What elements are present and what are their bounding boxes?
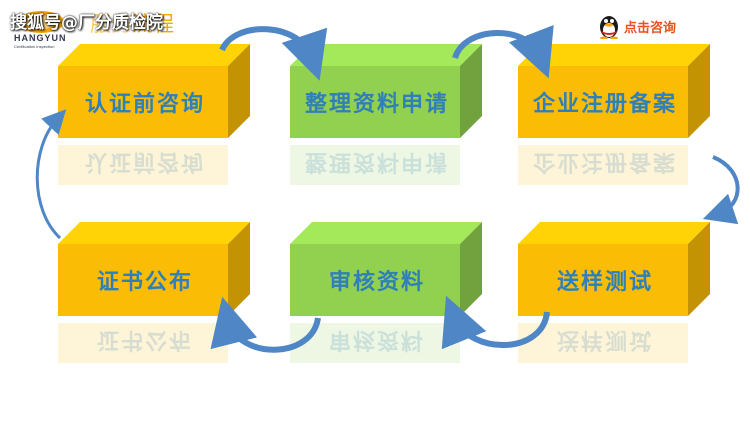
step-box-shape [518, 44, 710, 185]
watermark-text: 搜狐号@厂分质检院 [10, 13, 163, 33]
page-title: 服务流程 [90, 12, 174, 36]
step-label-reflection: 整理资料申请 [304, 149, 449, 174]
step-box-shape [290, 44, 482, 185]
step-label-reflection: 证书公布 [96, 327, 193, 352]
step-box-shape [290, 222, 482, 363]
watermark: 服务流程 搜狐号@厂分质检院 HANGYUN Certification Ins… [4, 2, 214, 52]
step-label: 企业注册备案 [532, 92, 677, 117]
qq-penguin-icon [600, 16, 618, 39]
step-label: 整理资料申请 [304, 92, 449, 117]
step-label-reflection: 审核资料 [328, 327, 425, 352]
step-box-shape [518, 222, 710, 363]
step-label-reflection: 认证前咨询 [84, 149, 205, 174]
logo-subtitle: Certification Inspection [14, 44, 55, 49]
step-label-reflection: 企业注册备案 [532, 149, 677, 174]
step-label: 送样测试 [556, 270, 653, 295]
step-label-reflection: 送样测试 [556, 327, 653, 352]
logo-emblem [18, 11, 64, 33]
step-label: 认证前咨询 [84, 92, 205, 117]
step-box-shape [58, 44, 250, 185]
logo-name: HANGYUN [14, 33, 67, 43]
contact-button[interactable]: 点击咨询 [598, 12, 676, 40]
step-label: 审核资料 [328, 270, 425, 295]
step-label: 证书公布 [96, 270, 193, 295]
contact-label: 点击咨询 [624, 20, 677, 36]
step-box-shape [58, 222, 250, 363]
arrow-step4-to-step1 [35, 109, 67, 240]
